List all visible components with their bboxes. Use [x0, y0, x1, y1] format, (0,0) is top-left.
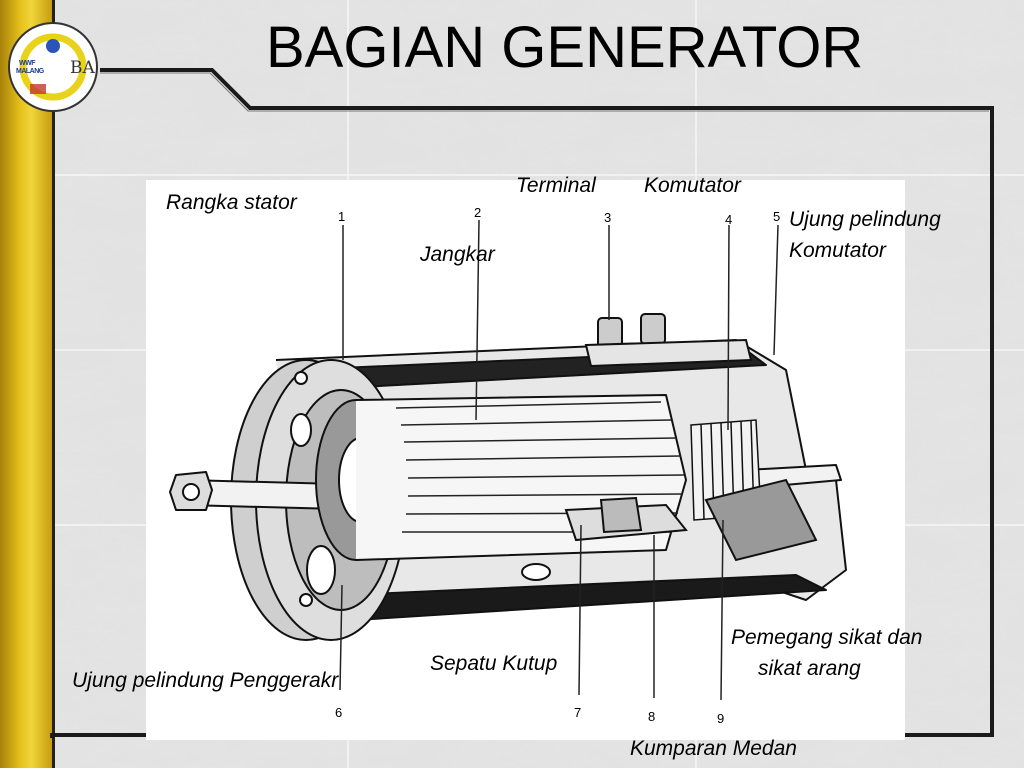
label-ujung-pelindung-komutator-line1: Ujung pelindung [789, 208, 941, 231]
part-number-8: 8 [648, 709, 656, 724]
label-sepatu-kutup: Sepatu Kutup [430, 652, 558, 675]
label-komutator: Komutator [644, 174, 741, 197]
label-kumparan-medan: Kumparan Medan [630, 737, 797, 760]
label-pemegang-sikat-line2: sikat arang [758, 657, 861, 680]
part-number-1: 1 [338, 209, 346, 224]
part-number-7: 7 [574, 705, 582, 720]
label-rangka-stator: Rangka stator [166, 191, 297, 214]
part-number-2: 2 [474, 205, 482, 220]
logo-initials: BA [70, 58, 95, 78]
logo-badge-text: WWF MALANG [16, 60, 44, 75]
label-ujung-pelindung-komutator-line2: Komutator [789, 239, 886, 262]
accent-side-bar [0, 0, 55, 768]
institution-logo: WWF MALANG BA [8, 22, 98, 112]
label-jangkar: Jangkar [420, 243, 495, 266]
part-number-5: 5 [773, 209, 781, 224]
label-pemegang-sikat-line1: Pemegang sikat dan [731, 626, 923, 649]
part-number-4: 4 [725, 212, 733, 227]
slide-title: BAGIAN GENERATOR [266, 15, 864, 80]
part-number-6: 6 [335, 705, 343, 720]
part-number-9: 9 [717, 711, 725, 726]
label-ujung-pelindung-penggerak: Ujung pelindung Penggerakr [72, 669, 339, 692]
part-number-3: 3 [604, 210, 612, 225]
label-terminal: Terminal [516, 174, 596, 197]
generator-cutaway-illustration [169, 219, 847, 701]
logo-emblem-icon [19, 33, 87, 101]
